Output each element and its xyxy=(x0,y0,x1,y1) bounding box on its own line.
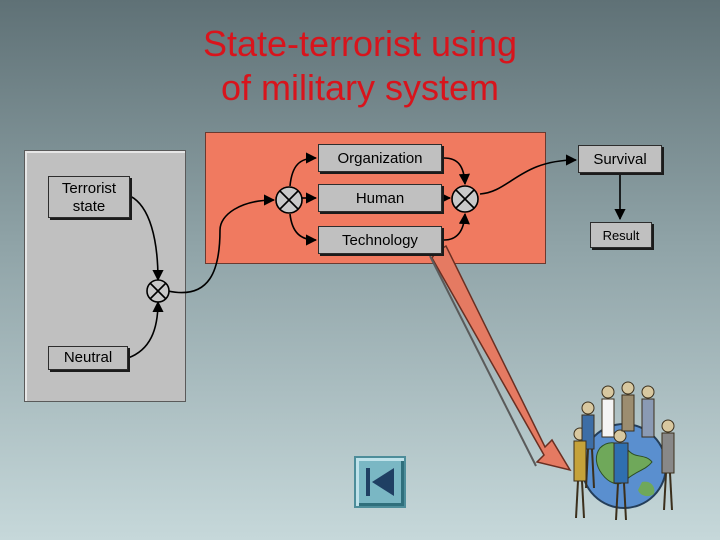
title-line-2: of military system xyxy=(220,67,500,108)
connector-neutral-to-node xyxy=(127,300,164,359)
summing-node-system-in xyxy=(275,186,303,214)
connector-from-technology xyxy=(443,212,470,241)
result-box: Result xyxy=(590,222,652,248)
technology-box: Technology xyxy=(318,226,442,254)
organization-box: Organization xyxy=(318,144,442,172)
title-line-1: State-terrorist using xyxy=(202,23,518,64)
people-around-globe-icon xyxy=(573,381,675,521)
survival-box: Survival xyxy=(578,145,662,173)
connector-node-to-system xyxy=(167,194,276,294)
big-arrow xyxy=(429,244,572,472)
summing-node-left xyxy=(146,279,170,303)
terrorist-state-box: Terrorist state xyxy=(48,176,130,218)
connector-from-organization xyxy=(443,157,471,186)
connector-to-survival xyxy=(479,154,578,195)
connector-terrorist-to-node xyxy=(129,195,164,282)
back-to-start-icon xyxy=(366,468,394,496)
back-to-start-button[interactable] xyxy=(354,456,406,508)
slide-title: State-terrorist using of military system xyxy=(140,22,580,110)
neutral-box: Neutral xyxy=(48,346,128,370)
summing-node-system-out xyxy=(451,185,479,213)
human-box: Human xyxy=(318,184,442,212)
connector-to-technology xyxy=(289,213,318,246)
connector-to-organization xyxy=(289,152,318,187)
